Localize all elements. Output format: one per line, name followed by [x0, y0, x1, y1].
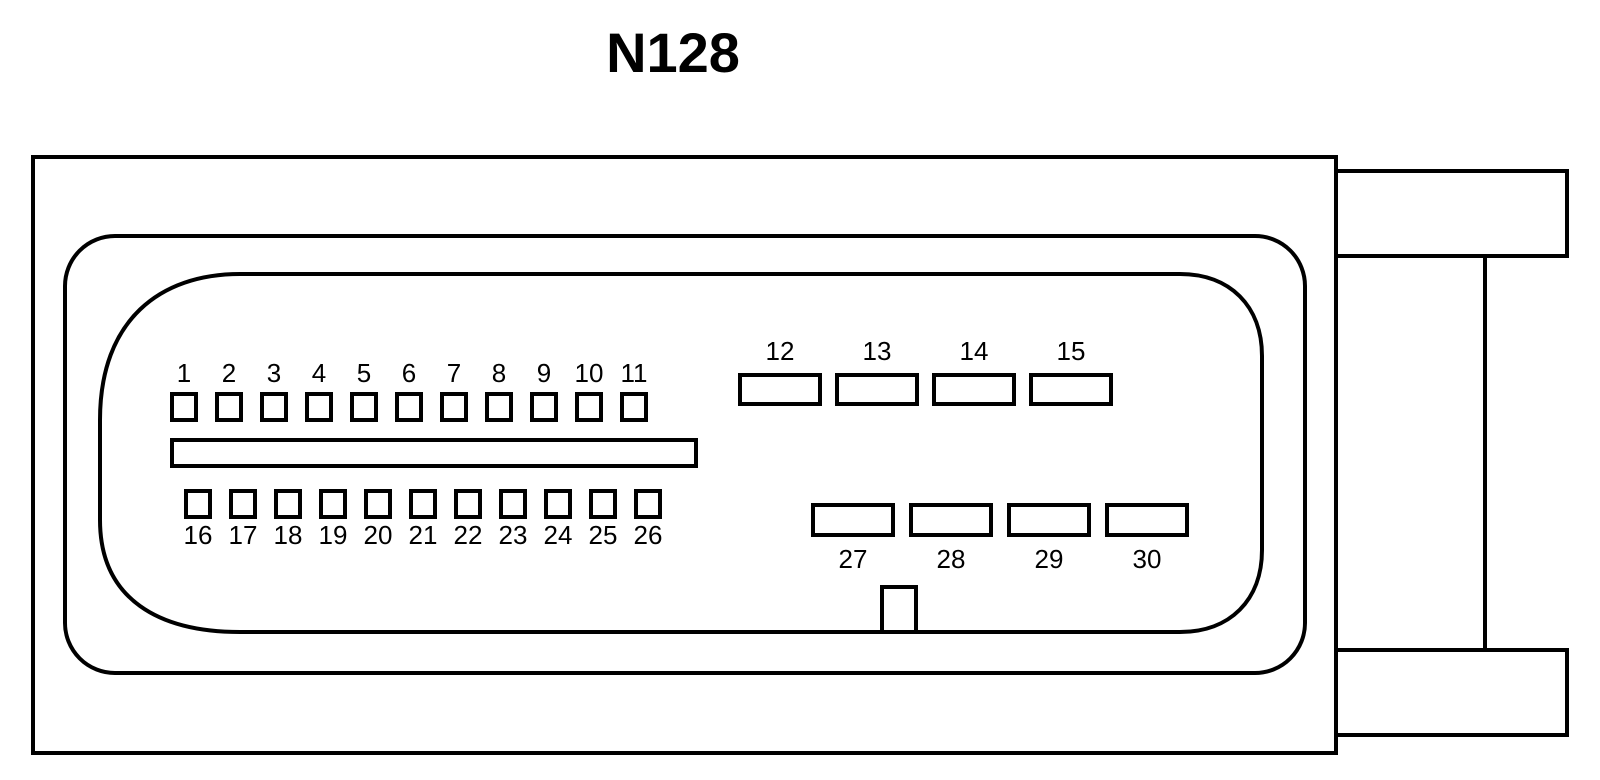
- key-tab: [880, 585, 918, 634]
- pin-label-13: 13: [863, 336, 892, 366]
- pin-label-27: 27: [839, 544, 868, 574]
- pin-label-26: 26: [634, 520, 663, 550]
- pin-label-5: 5: [357, 358, 371, 388]
- connector-frame-inner: [98, 272, 1264, 634]
- pin-4: [305, 392, 333, 422]
- pin-3: [260, 392, 288, 422]
- pin-label-2: 2: [222, 358, 236, 388]
- pin-7: [440, 392, 468, 422]
- pin-13: [835, 373, 919, 406]
- pin-label-6: 6: [402, 358, 416, 388]
- pin-row-top-small: 1 2 3 4 5 6 7 8 9 10 11: [170, 358, 648, 422]
- pin-17: [229, 489, 257, 519]
- pin-label-7: 7: [447, 358, 461, 388]
- pin-label-19: 19: [319, 520, 348, 550]
- connector-title: N128: [606, 21, 740, 84]
- pin-29: [1007, 503, 1091, 537]
- pin-10: [575, 392, 603, 422]
- connector-frame-outer: [63, 234, 1307, 675]
- pin-row-bottom-large: 27 28 29 30: [811, 503, 1189, 574]
- connector-latch: [1334, 169, 1569, 737]
- pin-label-24: 24: [544, 520, 573, 550]
- pin-label-9: 9: [537, 358, 551, 388]
- pin-16: [184, 489, 212, 519]
- pin-label-8: 8: [492, 358, 506, 388]
- pin-label-3: 3: [267, 358, 281, 388]
- pin-5: [350, 392, 378, 422]
- pin-22: [454, 489, 482, 519]
- pin-27: [811, 503, 895, 537]
- pin-2: [215, 392, 243, 422]
- pin-label-4: 4: [312, 358, 326, 388]
- pin-label-14: 14: [960, 336, 989, 366]
- pin-6: [395, 392, 423, 422]
- pin-15: [1029, 373, 1113, 406]
- pin-label-25: 25: [589, 520, 618, 550]
- connector-housing: [31, 155, 1338, 755]
- pin-label-12: 12: [766, 336, 795, 366]
- pin-label-21: 21: [409, 520, 438, 550]
- pin-label-1: 1: [177, 358, 191, 388]
- pin-18: [274, 489, 302, 519]
- pin-21: [409, 489, 437, 519]
- pin-label-30: 30: [1133, 544, 1162, 574]
- pin-1: [170, 392, 198, 422]
- pin-label-22: 22: [454, 520, 483, 550]
- pin-11: [620, 392, 648, 422]
- pin-23: [499, 489, 527, 519]
- pin-30: [1105, 503, 1189, 537]
- pin-row-divider: [170, 438, 698, 468]
- pin-28: [909, 503, 993, 537]
- pin-12: [738, 373, 822, 406]
- pin-label-11: 11: [621, 358, 648, 388]
- pin-label-15: 15: [1057, 336, 1086, 366]
- pin-label-10: 10: [575, 358, 604, 388]
- pin-label-29: 29: [1035, 544, 1064, 574]
- pin-label-23: 23: [499, 520, 528, 550]
- pin-14: [932, 373, 1016, 406]
- pin-row-top-large: 12 13 14 15: [738, 336, 1113, 406]
- pin-26: [634, 489, 662, 519]
- pin-8: [485, 392, 513, 422]
- pin-label-17: 17: [229, 520, 258, 550]
- pin-label-28: 28: [937, 544, 966, 574]
- pin-20: [364, 489, 392, 519]
- pin-9: [530, 392, 558, 422]
- pin-25: [589, 489, 617, 519]
- pin-label-20: 20: [364, 520, 393, 550]
- pin-row-bottom-small: 16 17 18 19 20 21 22 23 24 25 26: [184, 489, 663, 550]
- pin-label-18: 18: [274, 520, 303, 550]
- pin-24: [544, 489, 572, 519]
- pin-19: [319, 489, 347, 519]
- pin-label-16: 16: [184, 520, 213, 550]
